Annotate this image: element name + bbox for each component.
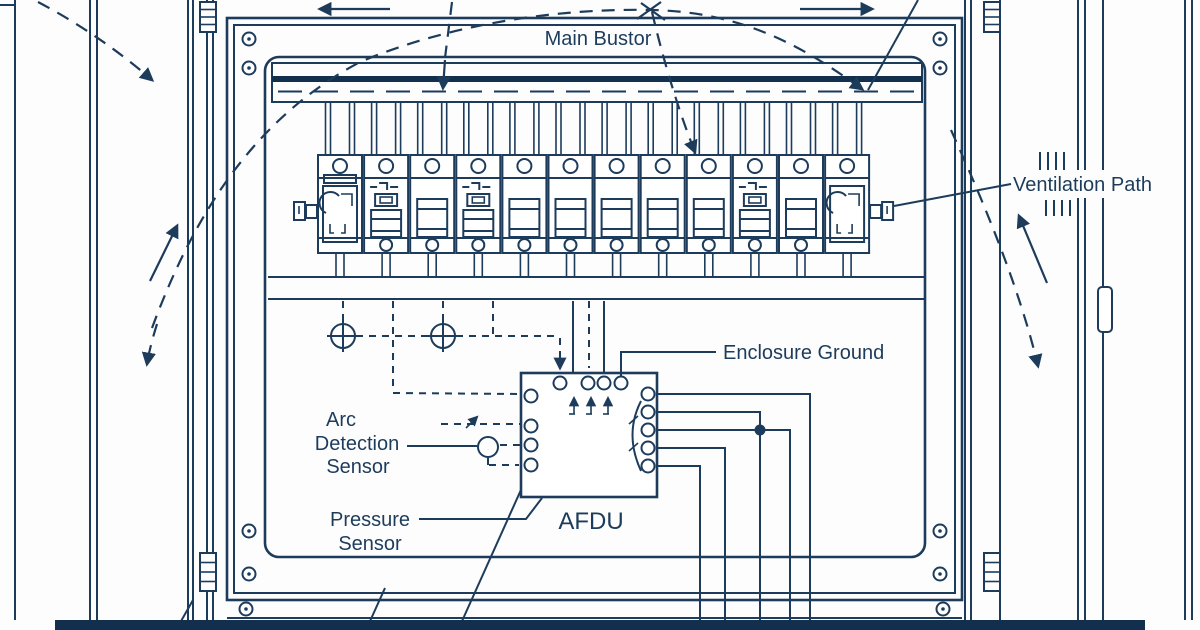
afdu-box bbox=[519, 371, 659, 499]
afdu-left-terminal bbox=[523, 418, 539, 434]
screw-icon bbox=[241, 566, 257, 582]
input-arrow-icon bbox=[602, 395, 614, 415]
ct-sensor-2 bbox=[427, 320, 459, 352]
afdu-left-terminal bbox=[523, 457, 539, 473]
side-connector bbox=[869, 201, 895, 221]
hinge-icon bbox=[199, 552, 217, 592]
afdu-right-terminal bbox=[640, 404, 656, 420]
ventilation-leader bbox=[893, 183, 1012, 207]
afdu-input-arrows bbox=[568, 395, 614, 415]
arc-sensor-label-line2: Detection bbox=[315, 433, 400, 455]
screw-icon bbox=[932, 31, 948, 47]
airflow-curve-main bbox=[150, 8, 865, 329]
crossing-mark bbox=[640, 2, 666, 21]
afdu-left-terminal bbox=[523, 388, 539, 404]
screw-icon bbox=[241, 60, 257, 76]
breaker-7 bbox=[593, 103, 640, 277]
screw-icon bbox=[238, 601, 254, 617]
breaker-with-switch-10 bbox=[731, 103, 778, 277]
label-mask bbox=[1006, 170, 1170, 198]
breaker-11 bbox=[778, 103, 824, 277]
input-arrow-icon bbox=[585, 395, 597, 415]
door-handle bbox=[1097, 286, 1113, 333]
screw-icon bbox=[932, 60, 948, 76]
busbar bbox=[271, 62, 923, 103]
crossing-mark bbox=[636, 1, 662, 20]
breaker-3 bbox=[409, 103, 456, 277]
afdu-right-terminal bbox=[640, 458, 656, 474]
airflow-left-up-arrow bbox=[149, 223, 179, 282]
afdu-right-terminal bbox=[640, 422, 656, 438]
pressure-sensor-label-line1: Pressure bbox=[330, 509, 410, 531]
breaker-row bbox=[293, 103, 895, 277]
breaker-with-switch-2 bbox=[363, 103, 410, 277]
screw-icon bbox=[241, 523, 257, 539]
ventilation-path-label: Ventilation Path bbox=[1013, 174, 1152, 196]
main-busbar-label: Main Bustor bbox=[545, 28, 652, 50]
afdu-top-terminal bbox=[596, 375, 612, 391]
enclosure-inner-wall bbox=[233, 24, 956, 594]
afdu-top-terminal bbox=[552, 375, 568, 391]
arc-sensor-label-line3: Sensor bbox=[326, 456, 390, 478]
afdu-unit bbox=[519, 351, 811, 621]
afdu-right-terminal bbox=[640, 440, 656, 456]
ct-sensor-1 bbox=[327, 320, 359, 352]
breaker-6 bbox=[547, 103, 594, 277]
afdu-terminals bbox=[523, 375, 656, 474]
afdu-right-terminal bbox=[640, 386, 656, 402]
arc-sensor-label-line1: Arc bbox=[326, 409, 356, 431]
ventilation-slats bbox=[1039, 152, 1071, 216]
breaker-8 bbox=[639, 103, 686, 277]
breaker-9 bbox=[685, 103, 732, 277]
screw-icon bbox=[241, 31, 257, 47]
input-arrow-icon bbox=[568, 395, 580, 415]
busbar-body bbox=[271, 62, 923, 103]
left-door bbox=[0, 0, 386, 630]
afdu-output-wires bbox=[657, 393, 811, 621]
enclosure-outer-wall bbox=[225, 16, 964, 602]
pressure-sensor-lead-wire bbox=[457, 471, 530, 630]
airflow-right-up-arrow bbox=[1016, 213, 1049, 284]
sensor-network bbox=[327, 301, 605, 630]
airflow-left-down bbox=[141, 323, 159, 367]
screw-icon bbox=[932, 566, 948, 582]
trip-arrow-icon bbox=[465, 415, 479, 429]
screw-icon bbox=[932, 523, 948, 539]
afdu-left-terminal bbox=[523, 437, 539, 453]
hinge-icon bbox=[199, 1, 217, 33]
afdu-top-terminal bbox=[613, 375, 629, 391]
incomer-device-1 bbox=[293, 103, 363, 277]
wire-junction-dot bbox=[754, 424, 766, 436]
floor-band bbox=[55, 620, 1145, 630]
busbar-conductor bbox=[272, 76, 922, 82]
mounting-plate bbox=[263, 55, 927, 559]
enclosure-screws bbox=[238, 31, 951, 617]
breaker-with-switch-4 bbox=[455, 103, 502, 277]
enclosure-ground-label: Enclosure Ground bbox=[723, 342, 884, 364]
door-hinges bbox=[199, 1, 1001, 592]
din-rail bbox=[268, 276, 925, 300]
incomer-device-12 bbox=[824, 103, 895, 277]
enclosure bbox=[225, 16, 964, 619]
ground-wire bbox=[620, 351, 716, 377]
airflow-branch-down bbox=[650, 11, 698, 155]
airflow-top-left bbox=[37, 1, 155, 82]
arc-detection-sensor-symbol bbox=[407, 415, 520, 466]
afdu-connector-bracket bbox=[631, 400, 642, 472]
breaker-5 bbox=[501, 103, 548, 277]
pressure-sensor-leader bbox=[419, 497, 543, 520]
airflow-annotations bbox=[37, 0, 1049, 369]
afdu-label: AFDU bbox=[558, 508, 623, 535]
hinge-icon bbox=[983, 1, 1001, 33]
labels: Main Bustor Ventilation Path Enclosure G… bbox=[315, 28, 1170, 555]
screw-icon bbox=[935, 601, 951, 617]
airflow-arrow-busbar bbox=[436, 59, 451, 91]
side-connector bbox=[293, 201, 318, 221]
afdu-top-terminal bbox=[580, 375, 596, 391]
pressure-sensor-label-line2: Sensor bbox=[338, 533, 402, 555]
airflow-right-down bbox=[949, 129, 1043, 369]
hinge-icon bbox=[983, 552, 1001, 592]
right-door bbox=[964, 0, 1193, 620]
